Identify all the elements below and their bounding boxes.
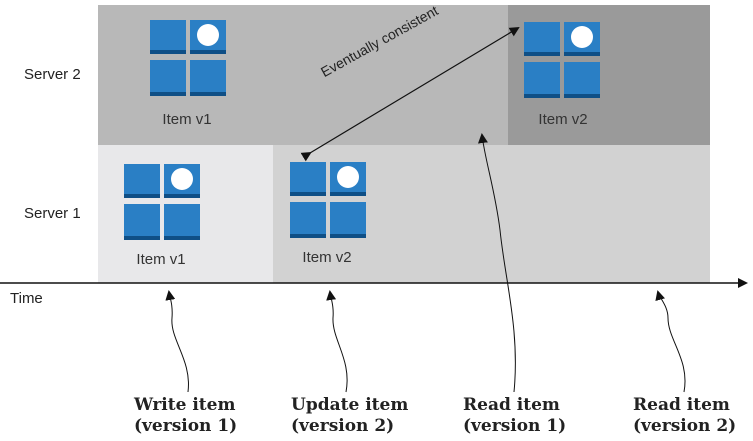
action-update: Update item (version 2) (291, 395, 408, 437)
action-read-v2-title: Read item (633, 395, 730, 415)
action-read-v1-title: Read item (463, 395, 560, 415)
server1-item-v2-label: Item v2 (302, 249, 352, 266)
action-update-title: Update item (291, 395, 409, 415)
action-update-version: (version 2) (291, 416, 395, 436)
action-read-v1: Read item (version 1) (463, 395, 566, 437)
item-v1-icon (150, 20, 226, 96)
replication-arrow (300, 26, 520, 162)
action-write-title: Write item (134, 395, 236, 415)
server1-item-v1-label: Item v1 (136, 251, 186, 268)
read-v2-pointer-arrow (655, 290, 686, 393)
action-write: Write item (version 1) (134, 395, 237, 437)
item-v1-icon (124, 164, 200, 240)
action-read-v2-version: (version 2) (633, 416, 737, 436)
server2-label: Server 2 (24, 66, 81, 83)
read-v1-pointer-arrow (477, 133, 516, 393)
write-pointer-arrow (165, 290, 189, 393)
update-pointer-arrow (326, 290, 348, 393)
server2-item-v1-label: Item v1 (162, 111, 212, 128)
item-v2-icon (290, 162, 366, 238)
action-read-v1-version: (version 1) (463, 416, 567, 436)
action-write-version: (version 1) (134, 416, 238, 436)
item-v2-icon (524, 22, 600, 98)
server2-item-v2-label: Item v2 (538, 111, 588, 128)
server1-label: Server 1 (24, 205, 81, 222)
time-label: Time (10, 290, 43, 307)
action-read-v2: Read item (version 2) (633, 395, 736, 437)
